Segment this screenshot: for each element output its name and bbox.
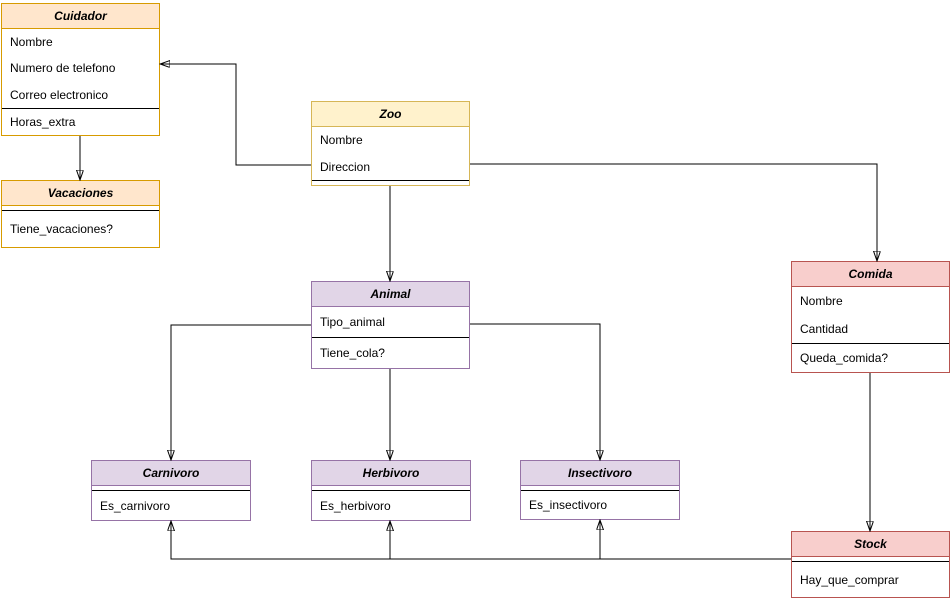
attribute: Hay_que_comprar	[792, 562, 949, 597]
attribute: Correo electronico	[2, 81, 159, 108]
attribute: Tipo_animal	[312, 307, 469, 337]
entity-cuidador-title: Cuidador	[2, 4, 159, 29]
attribute: Nombre	[792, 287, 949, 315]
entity-animal[interactable]: Animal Tipo_animal Tiene_cola?	[311, 281, 470, 369]
section-divider	[792, 557, 949, 562]
attribute: Nombre	[312, 127, 469, 154]
section-divider	[521, 486, 679, 491]
attribute: Direccion	[312, 153, 469, 180]
entity-stock[interactable]: Stock Hay_que_comprar	[791, 531, 950, 598]
edge-animal-to-carnivoro	[171, 324, 311, 460]
empty-section	[312, 181, 469, 185]
edge-stock-to-carnivoro	[171, 521, 791, 560]
section-divider	[2, 206, 159, 211]
entity-insectivoro-title: Insectivoro	[521, 461, 679, 486]
entity-zoo[interactable]: Zoo Nombre Direccion	[311, 101, 470, 186]
section-divider	[312, 486, 470, 491]
entity-carnivoro-title: Carnivoro	[92, 461, 250, 486]
entity-insectivoro[interactable]: Insectivoro Es_insectivoro	[520, 460, 680, 520]
attribute: Es_insectivoro	[521, 491, 679, 519]
section-divider	[92, 486, 250, 491]
section-divider	[792, 343, 949, 344]
attribute: Es_carnivoro	[92, 491, 250, 520]
entity-comida-title: Comida	[792, 262, 949, 287]
section-divider	[312, 180, 469, 181]
attribute: Cantidad	[792, 315, 949, 343]
attribute: Nombre	[2, 29, 159, 56]
edge-zoo-to-comida	[470, 163, 877, 261]
entity-vacaciones[interactable]: Vacaciones Tiene_vacaciones?	[1, 180, 160, 248]
entity-herbivoro[interactable]: Herbivoro Es_herbivoro	[311, 460, 471, 521]
entity-carnivoro[interactable]: Carnivoro Es_carnivoro	[91, 460, 251, 521]
attribute: Tiene_vacaciones?	[2, 211, 159, 247]
entity-vacaciones-title: Vacaciones	[2, 181, 159, 206]
attribute: Es_herbivoro	[312, 491, 470, 520]
attribute: Horas_extra	[2, 108, 159, 135]
entity-animal-title: Animal	[312, 282, 469, 307]
entity-stock-title: Stock	[792, 532, 949, 557]
attribute: Numero de telefono	[2, 55, 159, 82]
entity-cuidador[interactable]: Cuidador Nombre Numero de telefono Corre…	[1, 3, 160, 136]
entity-comida[interactable]: Comida Nombre Cantidad Queda_comida?	[791, 261, 950, 373]
attribute: Tiene_cola?	[312, 338, 469, 368]
edge-zoo-to-cuidador	[160, 64, 311, 166]
entity-herbivoro-title: Herbivoro	[312, 461, 470, 486]
section-divider	[2, 107, 159, 109]
section-divider	[312, 337, 469, 338]
entity-zoo-title: Zoo	[312, 102, 469, 127]
edge-animal-to-insectivoro	[470, 323, 600, 460]
attribute: Queda_comida?	[792, 344, 949, 372]
